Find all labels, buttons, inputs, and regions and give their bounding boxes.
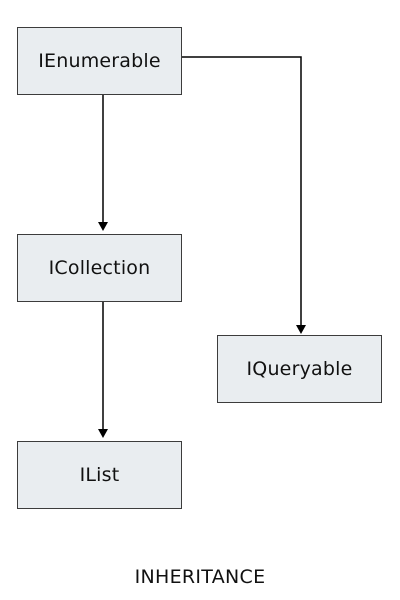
node-label: IQueryable: [246, 358, 353, 380]
diagram-caption: INHERITANCE: [134, 566, 266, 588]
arrowhead-icon: [98, 222, 108, 231]
node-label: IEnumerable: [38, 50, 161, 72]
node-ienumerable: IEnumerable: [17, 27, 182, 95]
node-label: IList: [79, 464, 120, 486]
node-iqueryable: IQueryable: [217, 335, 382, 403]
arrowhead-icon: [98, 429, 108, 438]
edge-ienumerable-to-iqueryable: [182, 56, 306, 334]
edge-icollection-to-ilist: [98, 302, 108, 438]
node-icollection: ICollection: [17, 234, 182, 302]
node-label: ICollection: [48, 257, 151, 279]
node-ilist: IList: [17, 441, 182, 509]
edge-ienumerable-to-icollection: [98, 95, 108, 231]
arrowhead-icon: [296, 325, 306, 334]
